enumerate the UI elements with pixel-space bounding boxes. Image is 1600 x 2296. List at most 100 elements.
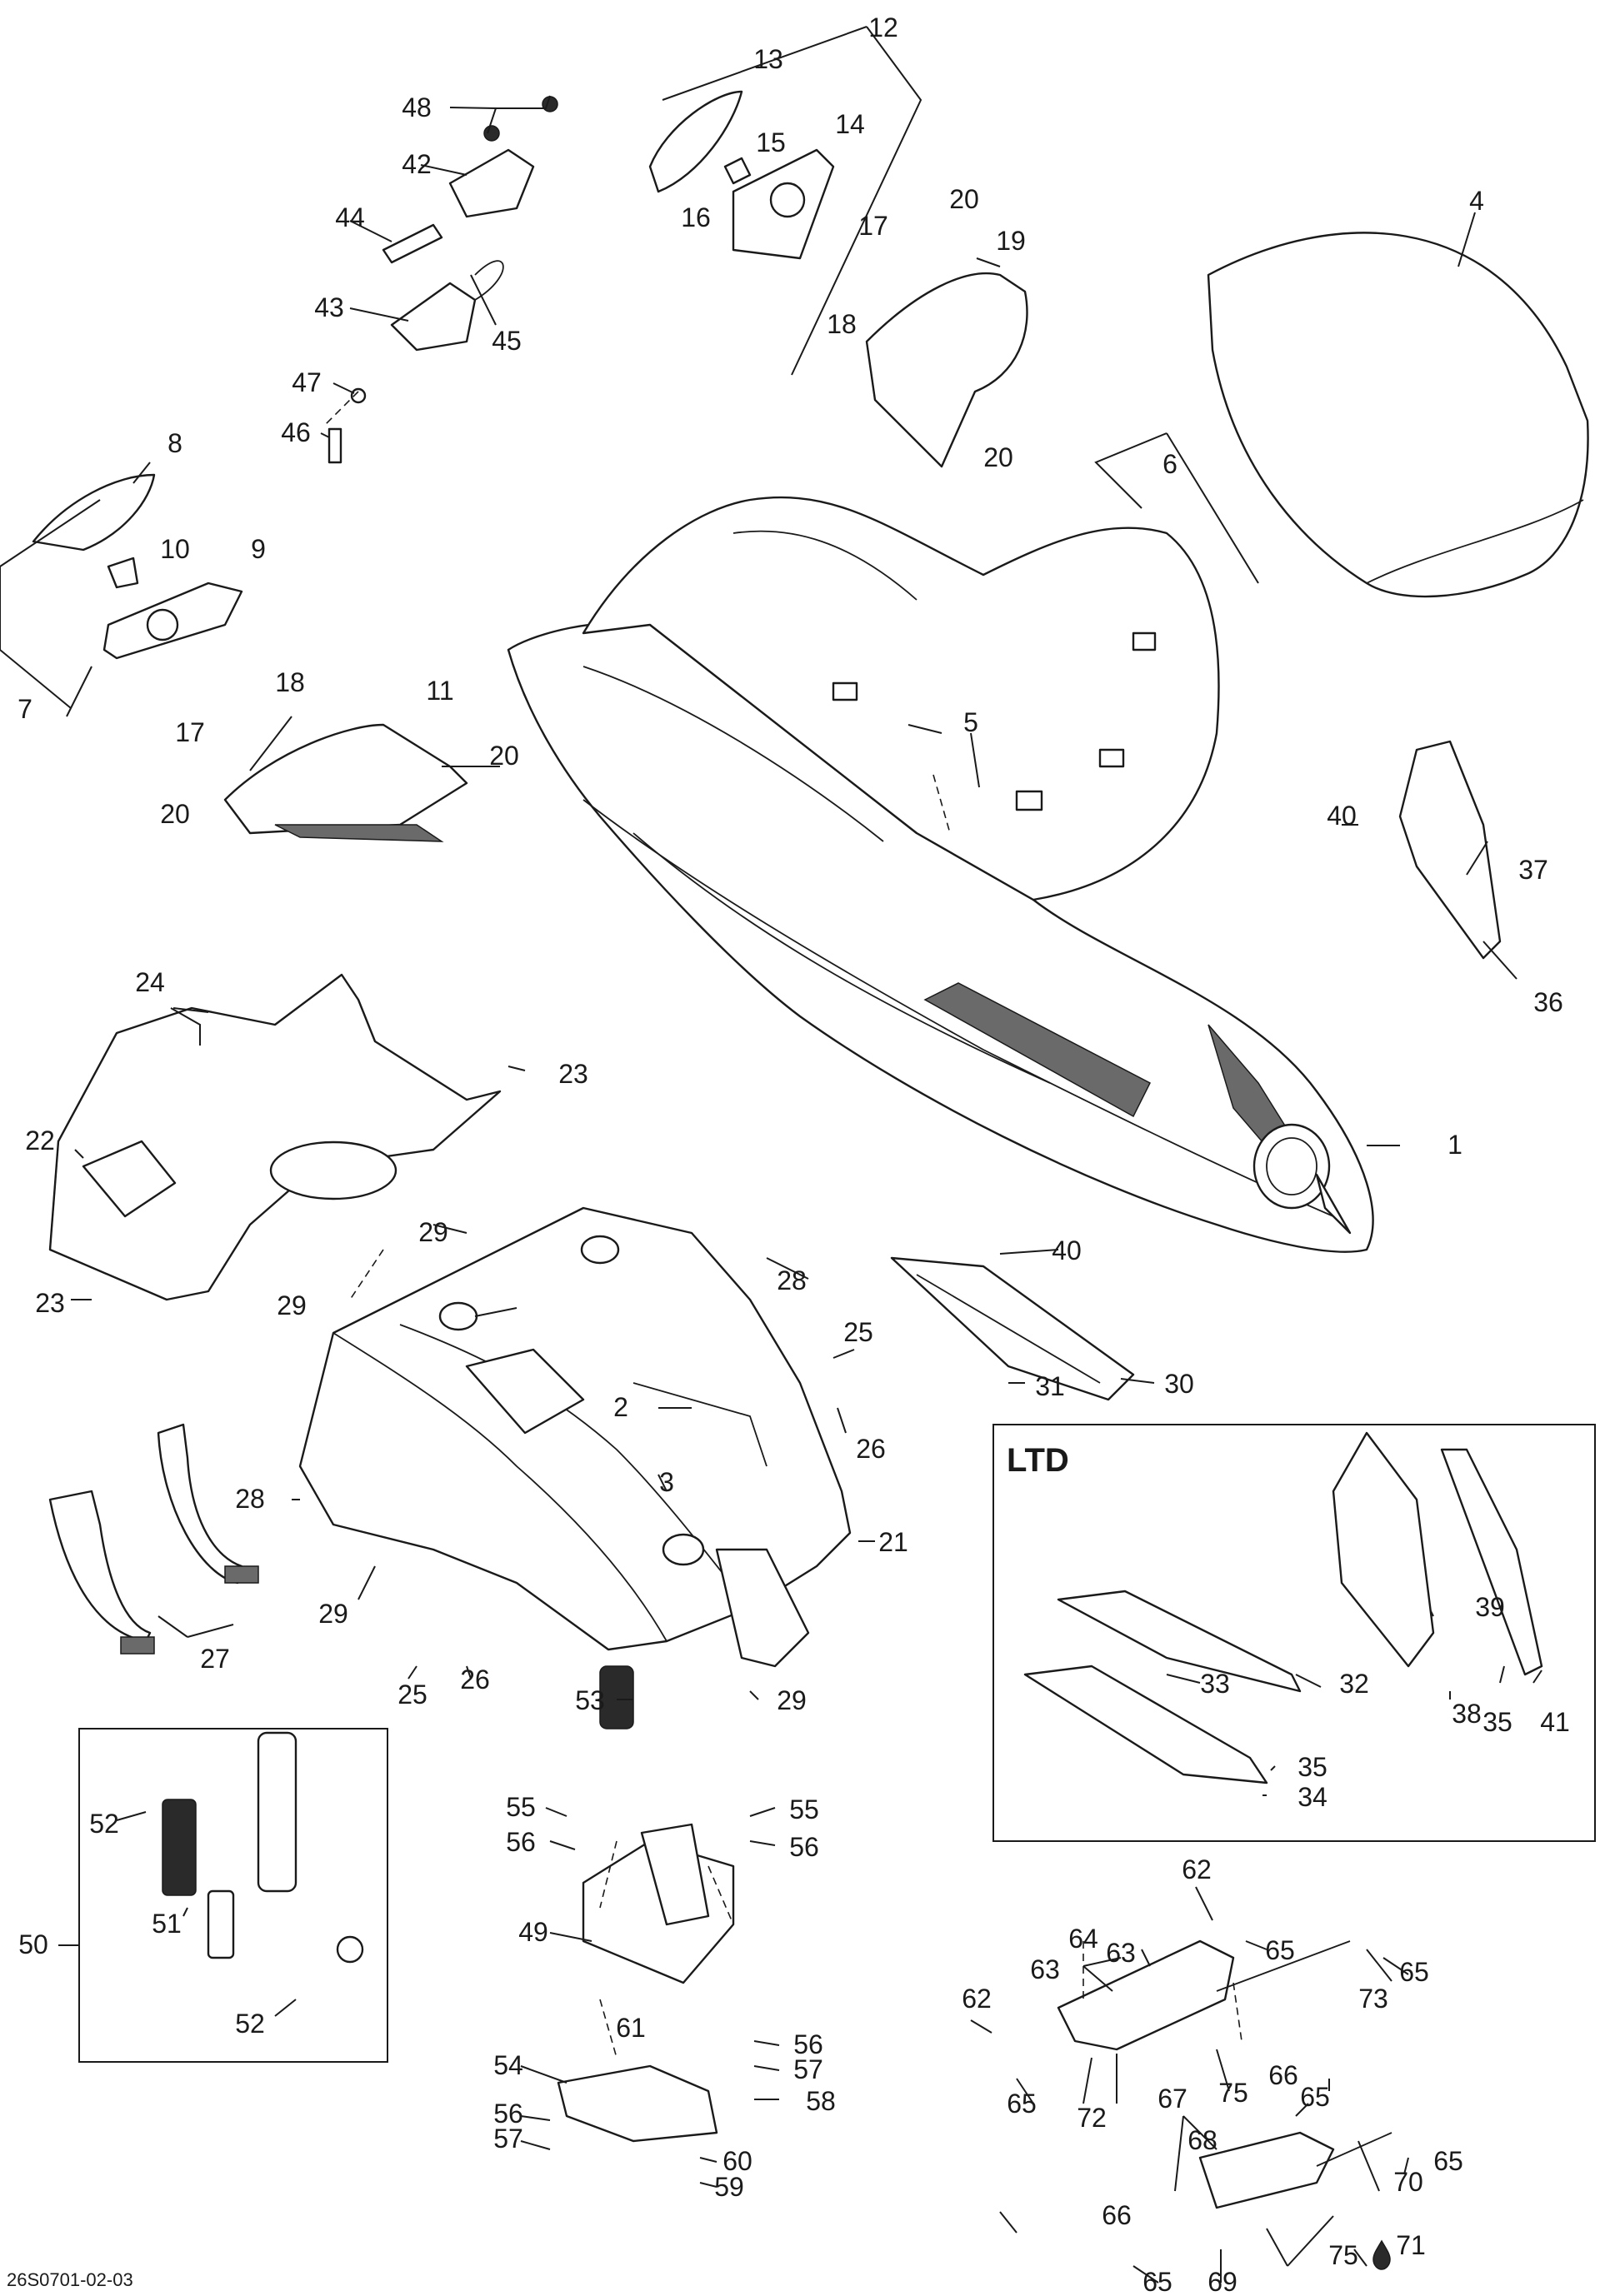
callout-68: 68: [1188, 2125, 1218, 2155]
part-side-vent: [1398, 740, 1502, 960]
callout-14: 14: [835, 109, 865, 139]
oil-drop-icon: [1372, 2239, 1391, 2270]
callout-44: 44: [335, 202, 365, 232]
part-instrument-housing: [865, 272, 1028, 468]
callout-18b: 18: [275, 667, 305, 697]
callout-27: 27: [200, 1644, 230, 1674]
callout-65e: 65: [1433, 2146, 1463, 2176]
kit-50-box: [78, 1728, 388, 2063]
callout-20b: 20: [983, 442, 1013, 472]
callout-26b: 26: [460, 1665, 490, 1695]
callout-28a: 28: [777, 1265, 807, 1295]
callout-12: 12: [868, 12, 898, 42]
callout-64: 64: [1068, 1924, 1098, 1954]
part-seat-cushion: [1207, 232, 1589, 598]
callout-20d: 20: [160, 799, 190, 829]
callout-60: 60: [722, 2146, 752, 2176]
callout-20a: 20: [949, 184, 979, 214]
callout-56d: 56: [493, 2099, 523, 2129]
callout-4: 4: [1469, 186, 1484, 216]
callout-30: 30: [1164, 1369, 1194, 1399]
part-upper-gauge: [648, 90, 835, 260]
callout-56c: 56: [793, 2029, 823, 2059]
callout-45: 45: [492, 326, 522, 356]
callout-73: 73: [1358, 1984, 1388, 2014]
assembly-lines: [324, 391, 1242, 2059]
callout-52a: 52: [89, 1809, 119, 1839]
callout-33: 33: [1200, 1669, 1230, 1699]
callout-58: 58: [806, 2086, 836, 2116]
part-left-gauge: [32, 473, 243, 660]
callout-9: 9: [251, 534, 266, 564]
callout-18a: 18: [827, 309, 857, 339]
callout-70: 70: [1393, 2167, 1423, 2197]
callout-40a: 40: [1327, 801, 1357, 831]
part-lower-panel: [48, 973, 502, 1301]
callout-8: 8: [168, 428, 182, 458]
callout-40b: 40: [1052, 1235, 1082, 1265]
part-left-housing: [223, 723, 468, 842]
callout-32: 32: [1339, 1669, 1369, 1699]
part-lock-assembly: [328, 96, 558, 464]
callout-25a: 25: [843, 1317, 873, 1347]
callout-6: 6: [1162, 449, 1178, 479]
callout-69: 69: [1208, 2267, 1238, 2296]
callout-29a: 29: [418, 1217, 448, 1247]
callout-34: 34: [1298, 1782, 1328, 1812]
callout-19: 19: [996, 226, 1026, 256]
part-bracket-assembly: [1057, 1939, 1392, 2209]
callout-17a: 17: [858, 211, 888, 241]
callout-7: 7: [18, 694, 32, 724]
callout-2: 2: [613, 1392, 628, 1422]
callout-36: 36: [1533, 987, 1563, 1017]
callout-67: 67: [1158, 2084, 1188, 2114]
callout-71: 71: [1396, 2230, 1426, 2260]
leader-lines: [0, 26, 1542, 2284]
callout-72: 72: [1077, 2103, 1107, 2133]
callout-56b: 56: [789, 1832, 819, 1862]
callout-13: 13: [753, 44, 783, 74]
callout-49: 49: [518, 1917, 548, 1947]
callout-17b: 17: [175, 717, 205, 747]
callout-25b: 25: [398, 1680, 428, 1710]
callout-24: 24: [135, 967, 165, 997]
callout-23a: 23: [558, 1059, 588, 1089]
part-lower-body: [298, 1206, 852, 1668]
callout-63a: 63: [1106, 1938, 1136, 1968]
callout-29b: 29: [277, 1290, 307, 1320]
callout-46: 46: [281, 417, 311, 447]
callout-10: 10: [160, 534, 190, 564]
callout-38: 38: [1452, 1699, 1482, 1729]
callout-5: 5: [963, 707, 978, 737]
callout-55a: 55: [506, 1792, 536, 1822]
callout-65f: 65: [1142, 2267, 1172, 2296]
callout-41: 41: [1540, 1707, 1570, 1737]
callout-55b: 55: [789, 1794, 819, 1824]
callout-22: 22: [25, 1126, 55, 1155]
part-spring-rod: [162, 1731, 364, 1964]
callout-26a: 26: [856, 1434, 886, 1464]
callout-21: 21: [878, 1527, 908, 1557]
callout-37: 37: [1518, 855, 1548, 885]
callout-11: 11: [426, 676, 453, 706]
callout-65c: 65: [1007, 2089, 1037, 2119]
callout-62a: 62: [1182, 1854, 1212, 1884]
callout-63b: 63: [1030, 1954, 1060, 1984]
callout-53: 53: [575, 1685, 605, 1715]
callout-56a: 56: [506, 1827, 536, 1857]
callout-15: 15: [756, 127, 786, 157]
callout-48: 48: [402, 92, 432, 122]
callout-65a: 65: [1265, 1935, 1295, 1965]
ltd-box: LTD: [992, 1424, 1596, 1842]
callout-75b: 75: [1328, 2240, 1358, 2270]
callout-35a: 35: [1482, 1707, 1512, 1737]
callout-75a: 75: [1218, 2078, 1248, 2108]
callout-42: 42: [402, 149, 432, 179]
callout-28b: 28: [235, 1484, 265, 1514]
callout-20c: 20: [489, 741, 519, 771]
callout-65b: 65: [1399, 1957, 1429, 1987]
callout-57a: 57: [793, 2054, 823, 2084]
callout-61: 61: [616, 2013, 646, 2043]
